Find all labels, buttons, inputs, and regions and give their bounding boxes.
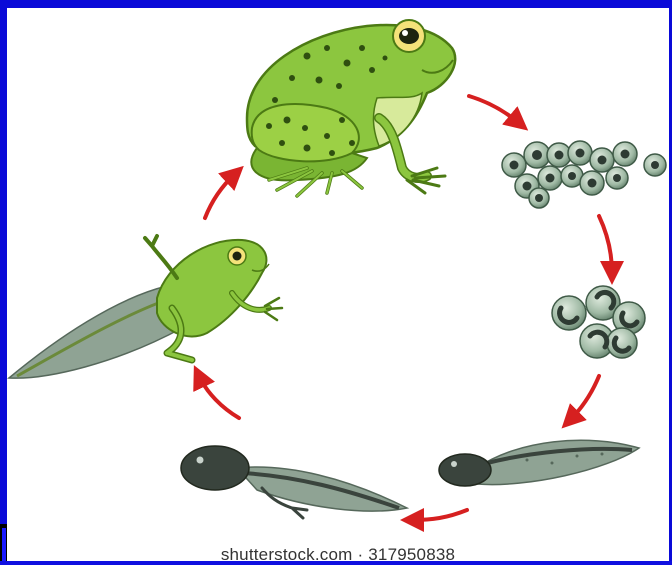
frame-notch-inner [2, 528, 6, 561]
tadpole-with-legs [181, 446, 407, 518]
arrow-frog-to-spawn [469, 96, 519, 123]
life-cycle-diagram [7, 8, 669, 561]
watermark-number: 317950838 [368, 545, 455, 564]
embryos [552, 286, 645, 358]
watermark-site: shutterstock.com [221, 545, 353, 564]
arrow-froglet-to-frog [205, 174, 235, 218]
arrow-legs-to-froglet [199, 376, 239, 418]
arrow-tadpole-to-legs [412, 510, 467, 520]
adult-frog [247, 20, 455, 196]
arrow-embryos-to-tadpole [570, 376, 599, 420]
watermark-separator: · [357, 545, 363, 564]
froglet [9, 236, 282, 378]
watermark: shutterstock.com · 317950838 [7, 545, 669, 565]
life-cycle-canvas: shutterstock.com · 317950838 [7, 8, 669, 561]
arrow-spawn-to-embryos [599, 216, 612, 273]
young-tadpole [439, 440, 639, 486]
frog-spawn [502, 141, 666, 208]
